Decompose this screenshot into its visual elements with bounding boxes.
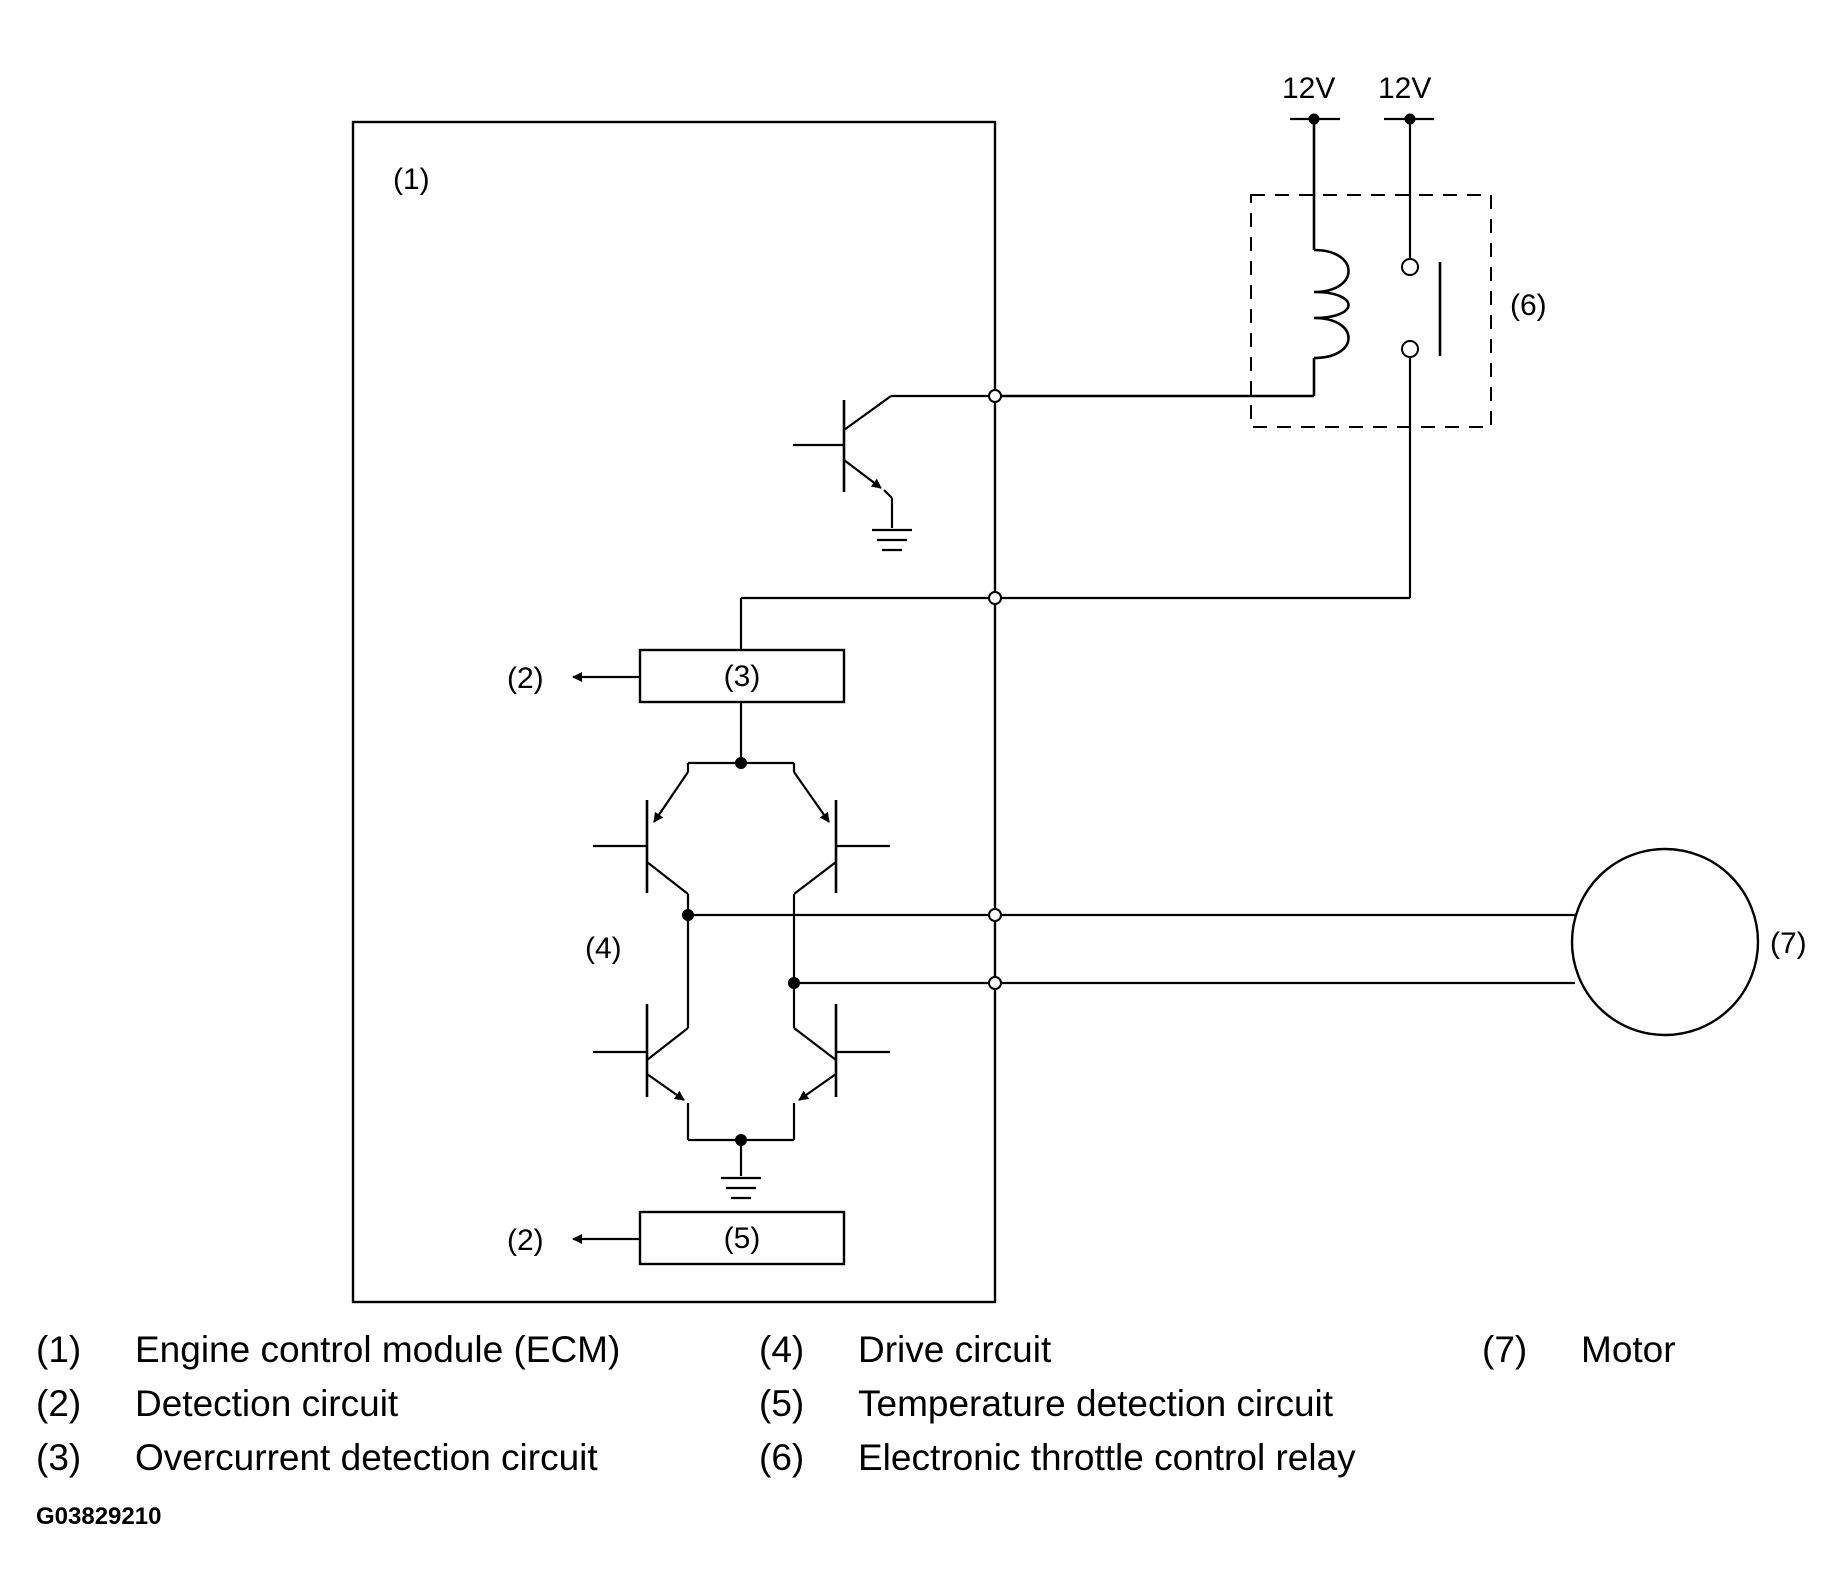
relay-coil bbox=[1313, 248, 1350, 360]
legend-item: (6) Electronic throttle control relay bbox=[759, 1437, 1356, 1478]
svg-text:(7): (7) bbox=[1482, 1329, 1527, 1370]
ecm-pin-motor-a bbox=[988, 908, 1002, 922]
svg-text:(2): (2) bbox=[507, 662, 544, 695]
ecm-pin-motor-b bbox=[988, 976, 1002, 990]
h-bridge-drive-circuit: (4) bbox=[585, 702, 989, 1200]
svg-text:Electronic throttle control re: Electronic throttle control relay bbox=[858, 1437, 1356, 1478]
svg-text:(2): (2) bbox=[507, 1224, 544, 1257]
relay-driver-transistor bbox=[793, 394, 991, 552]
relay: (6) bbox=[999, 119, 1547, 600]
legend-item: (2) Detection circuit bbox=[36, 1383, 399, 1424]
relay-contact-lower bbox=[1401, 340, 1419, 358]
ground-icon bbox=[872, 528, 912, 552]
ecm-pin-relay-coil bbox=[988, 389, 1002, 403]
relay-callout: (6) bbox=[1510, 289, 1547, 322]
drive-callout: (4) bbox=[585, 932, 622, 965]
supply-12v-coil: 12V bbox=[1282, 72, 1340, 125]
temperature-detection-box: (5) bbox=[638, 1210, 846, 1266]
svg-text:(5): (5) bbox=[724, 1222, 761, 1255]
svg-text:(1): (1) bbox=[36, 1329, 81, 1370]
motor: (7) bbox=[1001, 847, 1807, 1037]
legend-item: (4) Drive circuit bbox=[759, 1329, 1052, 1370]
ecm-box bbox=[351, 120, 997, 1304]
detection-arrow-lower: (2) bbox=[507, 1224, 640, 1257]
svg-text:Detection circuit: Detection circuit bbox=[135, 1383, 399, 1424]
detection-arrow-upper: (2) bbox=[507, 662, 640, 695]
svg-text:Drive circuit: Drive circuit bbox=[858, 1329, 1052, 1370]
svg-text:(6): (6) bbox=[759, 1437, 804, 1478]
svg-text:Motor: Motor bbox=[1581, 1329, 1676, 1370]
ground-icon bbox=[721, 1176, 761, 1200]
ecm-callout: (1) bbox=[393, 163, 430, 196]
svg-text:(4): (4) bbox=[759, 1329, 804, 1370]
svg-text:Temperature detection circuit: Temperature detection circuit bbox=[858, 1383, 1334, 1424]
motor-icon bbox=[1570, 847, 1760, 1037]
legend: (1) Engine control module (ECM) (2) Dete… bbox=[36, 1329, 1676, 1478]
legend-item: (5) Temperature detection circuit bbox=[759, 1383, 1334, 1424]
overcurrent-detection-box: (3) bbox=[638, 648, 846, 704]
svg-text:Overcurrent detection circuit: Overcurrent detection circuit bbox=[135, 1437, 598, 1478]
svg-text:12V: 12V bbox=[1282, 72, 1335, 105]
svg-text:(3): (3) bbox=[36, 1437, 81, 1478]
relay-dashed-outline bbox=[1250, 194, 1492, 428]
relay-contact-upper bbox=[1401, 258, 1419, 276]
figure-code: G03829210 bbox=[36, 1503, 161, 1530]
supply-12v-contact: 12V bbox=[1378, 72, 1434, 125]
svg-text:Engine control module (ECM): Engine control module (ECM) bbox=[135, 1329, 620, 1370]
legend-item: (1) Engine control module (ECM) bbox=[36, 1329, 620, 1370]
svg-text:12V: 12V bbox=[1378, 72, 1431, 105]
ecm-pin-relay-contact bbox=[988, 591, 1002, 605]
motor-callout: (7) bbox=[1770, 927, 1807, 960]
svg-text:(2): (2) bbox=[36, 1383, 81, 1424]
svg-text:(5): (5) bbox=[759, 1383, 804, 1424]
legend-item: (3) Overcurrent detection circuit bbox=[36, 1437, 598, 1478]
legend-item: (7) Motor bbox=[1482, 1329, 1676, 1370]
svg-text:(3): (3) bbox=[724, 660, 761, 693]
